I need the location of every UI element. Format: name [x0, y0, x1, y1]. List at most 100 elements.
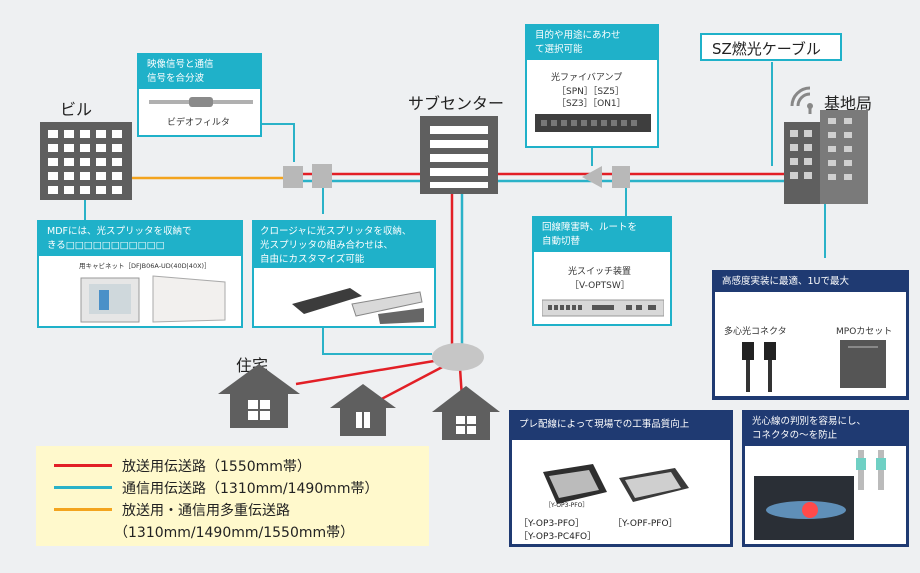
building-window: [48, 186, 58, 194]
building-window: [64, 144, 74, 152]
amp-product: 光ファイバアンプ: [551, 73, 623, 83]
building-window: [80, 158, 90, 166]
antenna-icon: [790, 86, 813, 114]
fiber-title-1: 光心線の判別を容易にし、: [752, 416, 867, 427]
building-window: [96, 130, 106, 138]
building-window: [64, 130, 74, 138]
prewire-box: プレ配線によって現場での工事品質向上 ［Y-OP3-PFO］ ［Y-OP3-PF…: [509, 410, 733, 547]
closure-title-3: 自由にカスタマイズ可能: [260, 254, 365, 265]
highdensity-title: 高感度実装に最適、1Uで最大: [722, 276, 849, 287]
legend-row-communication: 通信用伝送路（1310mm/1490mm帯）: [44, 478, 379, 498]
mpo-cassette-image: [840, 340, 886, 388]
video-filter-image: [149, 97, 253, 107]
building-window: [96, 158, 106, 166]
legend-swatch-communication: [54, 486, 112, 489]
switch-title-2: 自動切替: [542, 236, 581, 247]
mdf-title-1: MDFには、光スプリッタを収納で: [47, 226, 192, 237]
fiber-box: 光心線の判別を容易にし、 コネクタの～を防止: [742, 410, 909, 547]
video-filter-product: ビデオフィルタ: [167, 118, 230, 128]
highdensity-item2: MPOカセット: [836, 327, 893, 337]
building-label: ビル: [60, 100, 93, 119]
prewire-inset-label: ［Y-OP3-PFO］: [545, 502, 589, 509]
closure-box: クロージャに光スプリッタを収納、 光スプリッタの組み合わせは、 自由にカスタマイ…: [252, 220, 436, 328]
amp-title-2: て選択可能: [535, 44, 583, 55]
switch-model: ［V-OPTSW］: [570, 281, 630, 291]
highdensity-item1: 多心光コネクタ: [724, 327, 787, 337]
prewire-tray-1: [543, 464, 607, 504]
building-window: [112, 186, 122, 194]
amp-image: [535, 114, 651, 132]
legend-text-multiplex: 放送用・通信用多重伝送路: [122, 503, 290, 519]
building-window: [112, 158, 122, 166]
building-window: [96, 186, 106, 194]
legend-swatch-broadcast: [54, 464, 112, 467]
prewire-title: プレ配線によって現場での工事品質向上: [519, 419, 690, 430]
building-window: [64, 172, 74, 180]
closure-title-2: 光スプリッタの組み合わせは、: [260, 240, 394, 251]
building-window: [48, 130, 58, 138]
building-window: [80, 130, 90, 138]
mdf-box: MDFには、光スプリッタを収納で きる□□□□□□□□□□□ 用キャビネット［D…: [37, 220, 243, 328]
splitter-a: [283, 166, 303, 188]
switch-box: 回線障害時、ルートを 自動切替 光スイッチ装置 ［V-OPTSW］: [532, 216, 672, 326]
connector-image: [742, 342, 776, 392]
house-icon-2: [330, 384, 396, 436]
sz-cable-label: SZ燃光ケーブル: [712, 40, 821, 58]
sz-cable-box: SZ燃光ケーブル: [700, 33, 842, 61]
subcenter-label: サブセンター: [408, 94, 505, 113]
building-window: [80, 144, 90, 152]
basestation-label: 基地局: [824, 94, 873, 113]
legend-text-multiplex-cont: （1310mm/1490mm/1550mm帯）: [114, 525, 355, 541]
building-window: [48, 144, 58, 152]
switch-image: [542, 299, 664, 317]
legend-row-multiplex: 放送用・通信用多重伝送路: [44, 500, 290, 520]
video-filter-title-2: 信号を合分波: [147, 73, 205, 84]
building-window: [112, 172, 122, 180]
building-window: [64, 158, 74, 166]
building-window: [48, 158, 58, 166]
legend: 放送用伝送路（1550mm帯） 通信用伝送路（1310mm/1490mm帯） 放…: [36, 446, 429, 546]
switch-title-1: 回線障害時、ルートを: [542, 222, 638, 233]
prewire-model1-2: ［Y-OP3-PC4FO］: [519, 532, 597, 542]
highdensity-box: 高感度実装に最適、1Uで最大 多心光コネクタ MPOカセット: [712, 270, 909, 400]
building-window: [112, 130, 122, 138]
prewire-tray-2: [619, 468, 689, 502]
video-filter-title-1: 映像信号と通信: [147, 59, 214, 70]
switch-product: 光スイッチ装置: [568, 267, 632, 277]
building-window: [64, 186, 74, 194]
fiber-title-2: コネクタの～を防止: [752, 430, 838, 441]
broadcast-feed-2: [371, 362, 449, 406]
house-icon-3: [432, 386, 500, 440]
connector-video: [262, 123, 295, 162]
building-window: [96, 144, 106, 152]
subcenter-icon: [420, 116, 498, 194]
closure-title-1: クロージャに光スプリッタを収納、: [260, 226, 412, 237]
legend-swatch-multiplex: [54, 508, 112, 511]
closure-image: [292, 288, 424, 324]
amp-title-1: 目的や用途にあわせ: [535, 30, 621, 41]
legend-text-communication: 通信用伝送路（1310mm/1490mm帯）: [122, 481, 379, 497]
amp-models-1: ［SPN］［SZ5］: [557, 87, 624, 97]
building-window: [80, 172, 90, 180]
mdf-caption: 用キャビネット［DFJB06A-UD(40D|40X)］: [79, 262, 211, 270]
prewire-model2: ［Y-OPF-PFO］: [613, 519, 678, 529]
mdf-cabinet-image: [80, 275, 226, 323]
fiber-image: [754, 450, 886, 540]
mdf-title-2: きる□□□□□□□□□□□: [47, 240, 165, 251]
building-icon: [40, 122, 132, 200]
building-window: [80, 186, 90, 194]
amp-box: 目的や用途にあわせ て選択可能 光ファイバアンプ ［SPN］［SZ5］ ［SZ3…: [525, 24, 659, 148]
amp-models-2: ［SZ3］［ON1］: [557, 99, 626, 109]
legend-row-multiplex-cont: （1310mm/1490mm/1550mm帯）: [114, 522, 354, 542]
video-filter-box: 映像信号と通信 信号を合分波 ビデオフィルタ: [137, 53, 262, 137]
amp-symbol: [582, 166, 602, 188]
building-window: [112, 144, 122, 152]
splitter-oval: [432, 343, 484, 371]
basestation-icon: [784, 110, 868, 204]
house-icon-1: [218, 364, 300, 428]
splitter-b: [312, 164, 332, 188]
legend-row-broadcast: 放送用伝送路（1550mm帯）: [44, 456, 311, 476]
connector-residence: [322, 328, 432, 355]
